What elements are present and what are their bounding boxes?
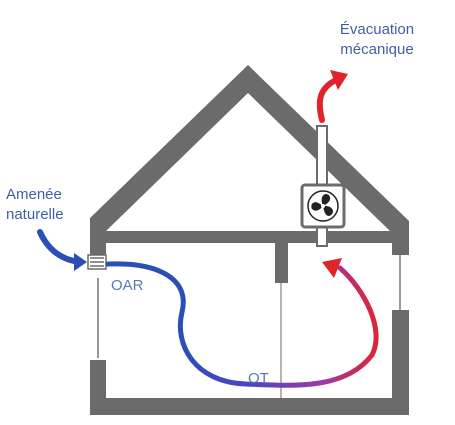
inlet-arrow: [37, 229, 87, 271]
exhaust-label: Évacuation mécanique: [322, 20, 432, 60]
airflow-arrowhead: [322, 258, 342, 278]
exhaust-label-line1: Évacuation: [339, 21, 415, 38]
right-upper-wall: [392, 243, 409, 255]
roof: [90, 65, 409, 245]
left-upper-wall: [90, 243, 106, 257]
inlet-label-line2: naturelle: [6, 206, 64, 223]
fan-icon: [307, 190, 339, 222]
fan-unit: [300, 183, 346, 229]
airflow-path: [105, 261, 379, 388]
ceiling-slab: [90, 231, 409, 243]
exhaust-label-line2: mécanique: [340, 41, 414, 58]
vent-grille-icon: [87, 254, 107, 270]
inlet-label: Amenée naturelle: [6, 185, 64, 225]
exhaust-arrow: [316, 70, 348, 123]
oar-label: OAR: [111, 277, 144, 294]
ot-label: OT: [248, 370, 269, 387]
lower-walls: [90, 310, 409, 415]
inlet-label-line1: Amenée: [6, 186, 62, 203]
partition-wall: [275, 243, 288, 283]
